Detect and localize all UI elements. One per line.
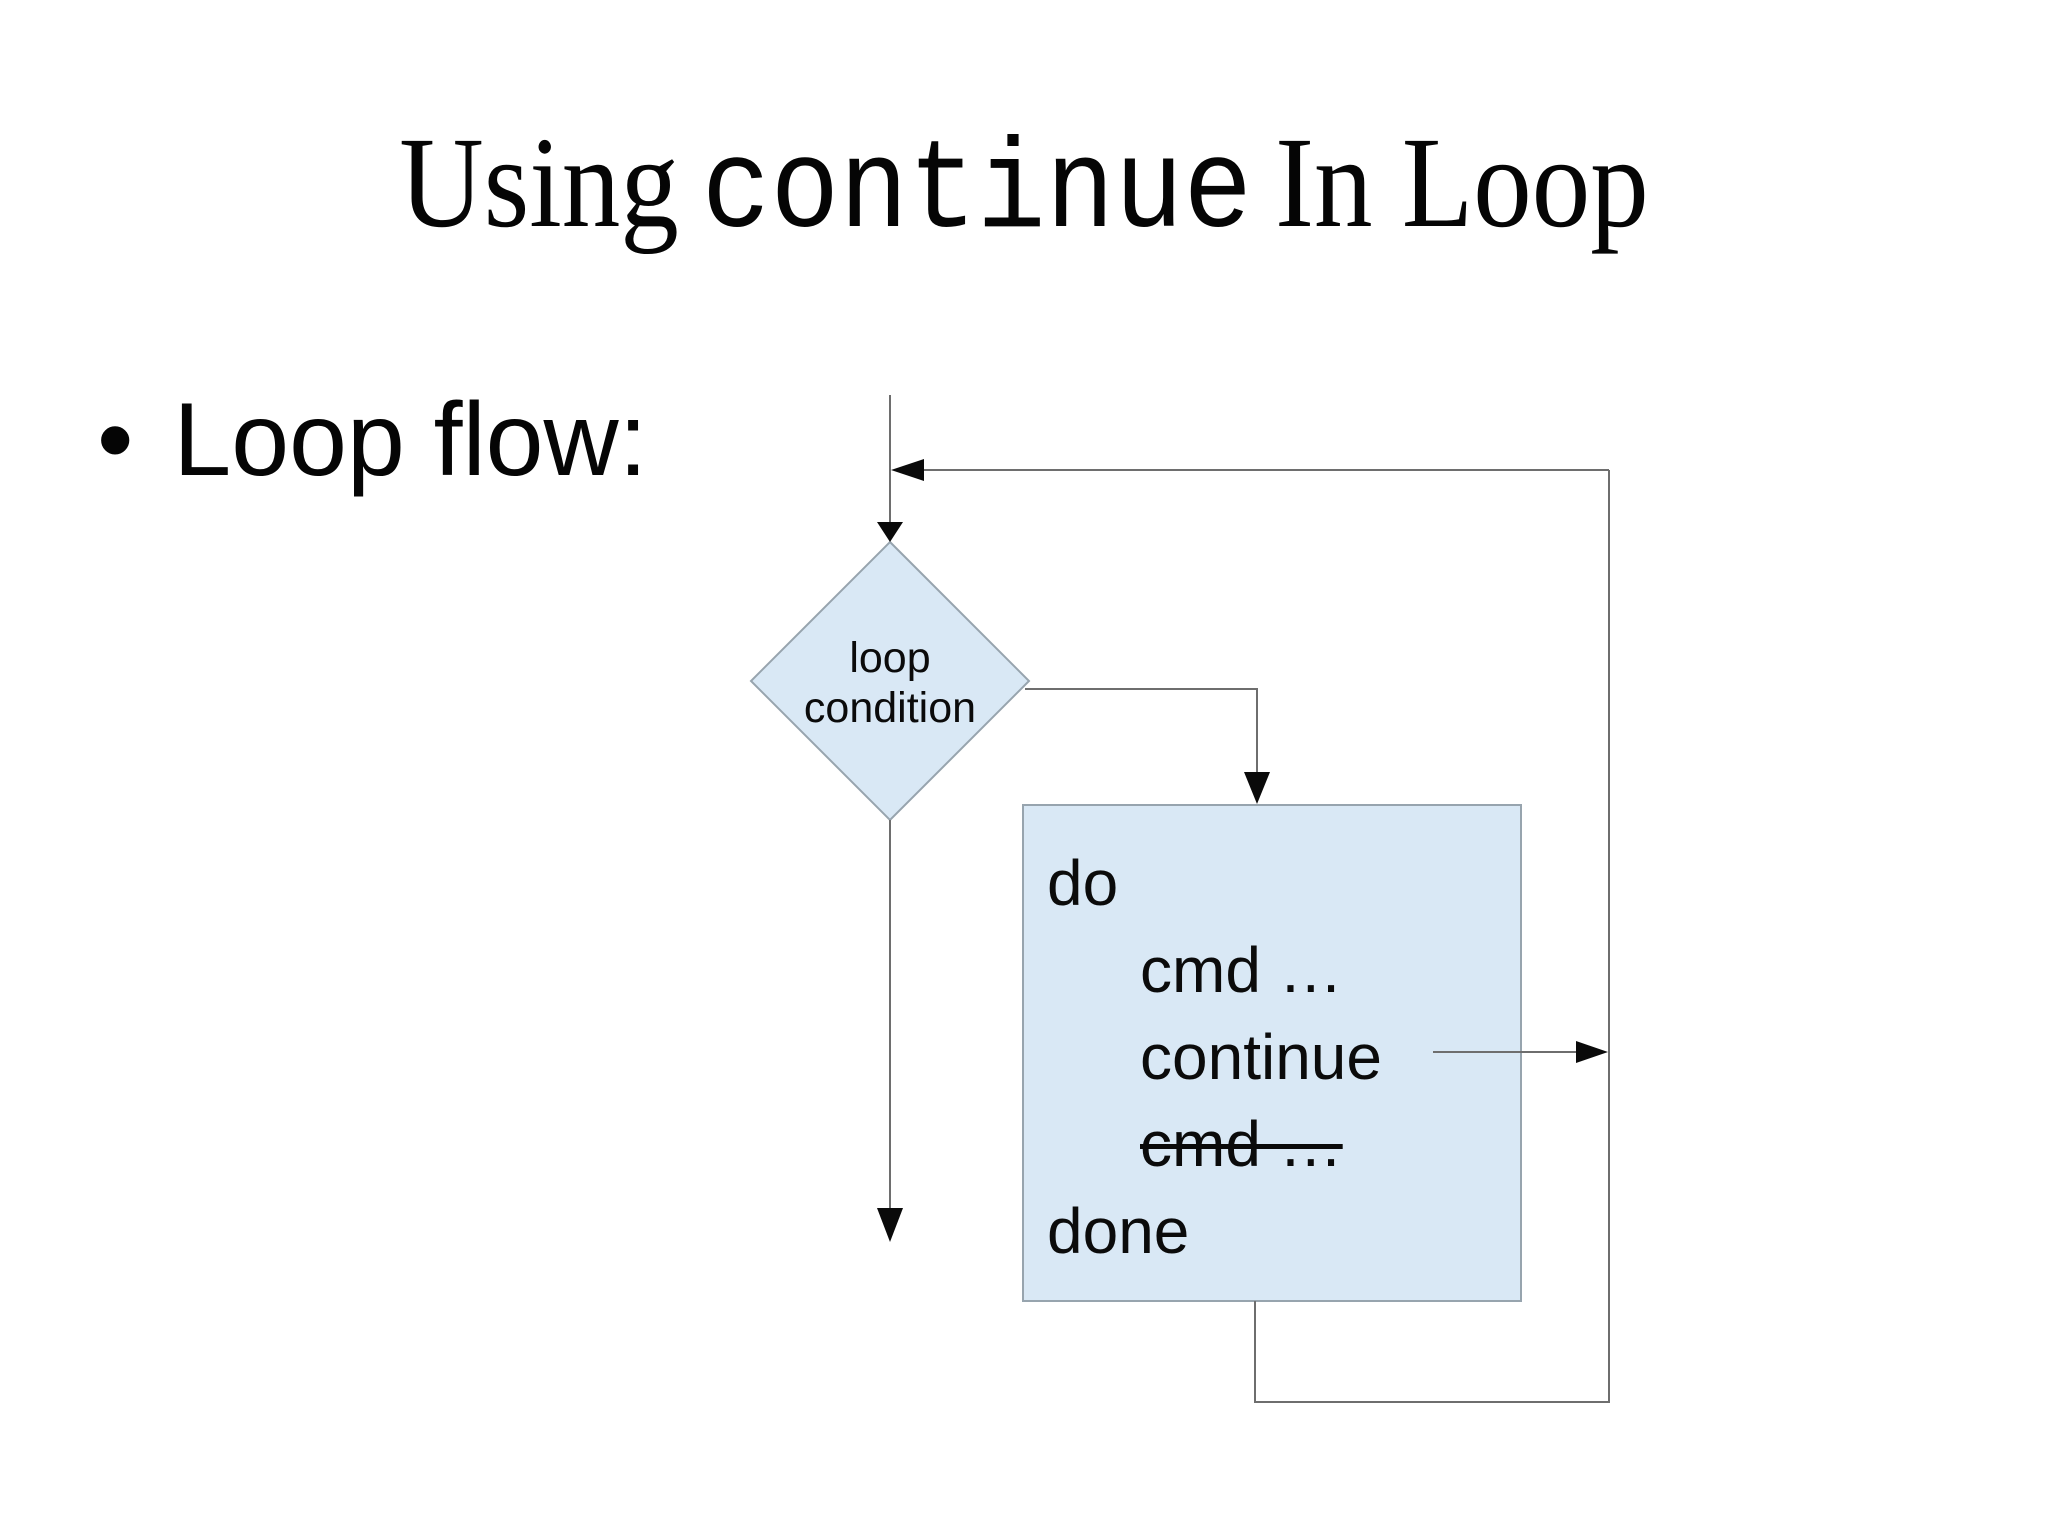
code-block: do cmd … continue cmd … done [1047,840,1382,1275]
bullet-line: • Loop flow: [97,384,648,496]
code-line-done: done [1047,1195,1190,1267]
loop-condition-label: loop condition [803,634,977,732]
box-entry-arrowhead-icon [1244,772,1270,804]
code-line-do: do [1047,847,1119,919]
title-code-keyword: continue [701,121,1253,265]
bullet-marker: • [97,382,134,498]
title-suffix: In Loop [1275,111,1649,255]
code-line-cmd2-struck: cmd … [1140,1108,1343,1180]
code-line-continue: continue [1140,1021,1382,1093]
exit-arrowhead-icon [877,1208,903,1242]
entry-arrowhead-icon [877,522,903,542]
continue-arrowhead-icon [1576,1041,1608,1063]
title-prefix: Using [399,111,679,255]
code-line-cmd1: cmd … [1140,934,1343,1006]
feedback-left-arrowhead-icon [891,459,924,481]
true-branch-line [1025,688,1258,790]
bullet-label: Loop flow: [173,382,648,498]
